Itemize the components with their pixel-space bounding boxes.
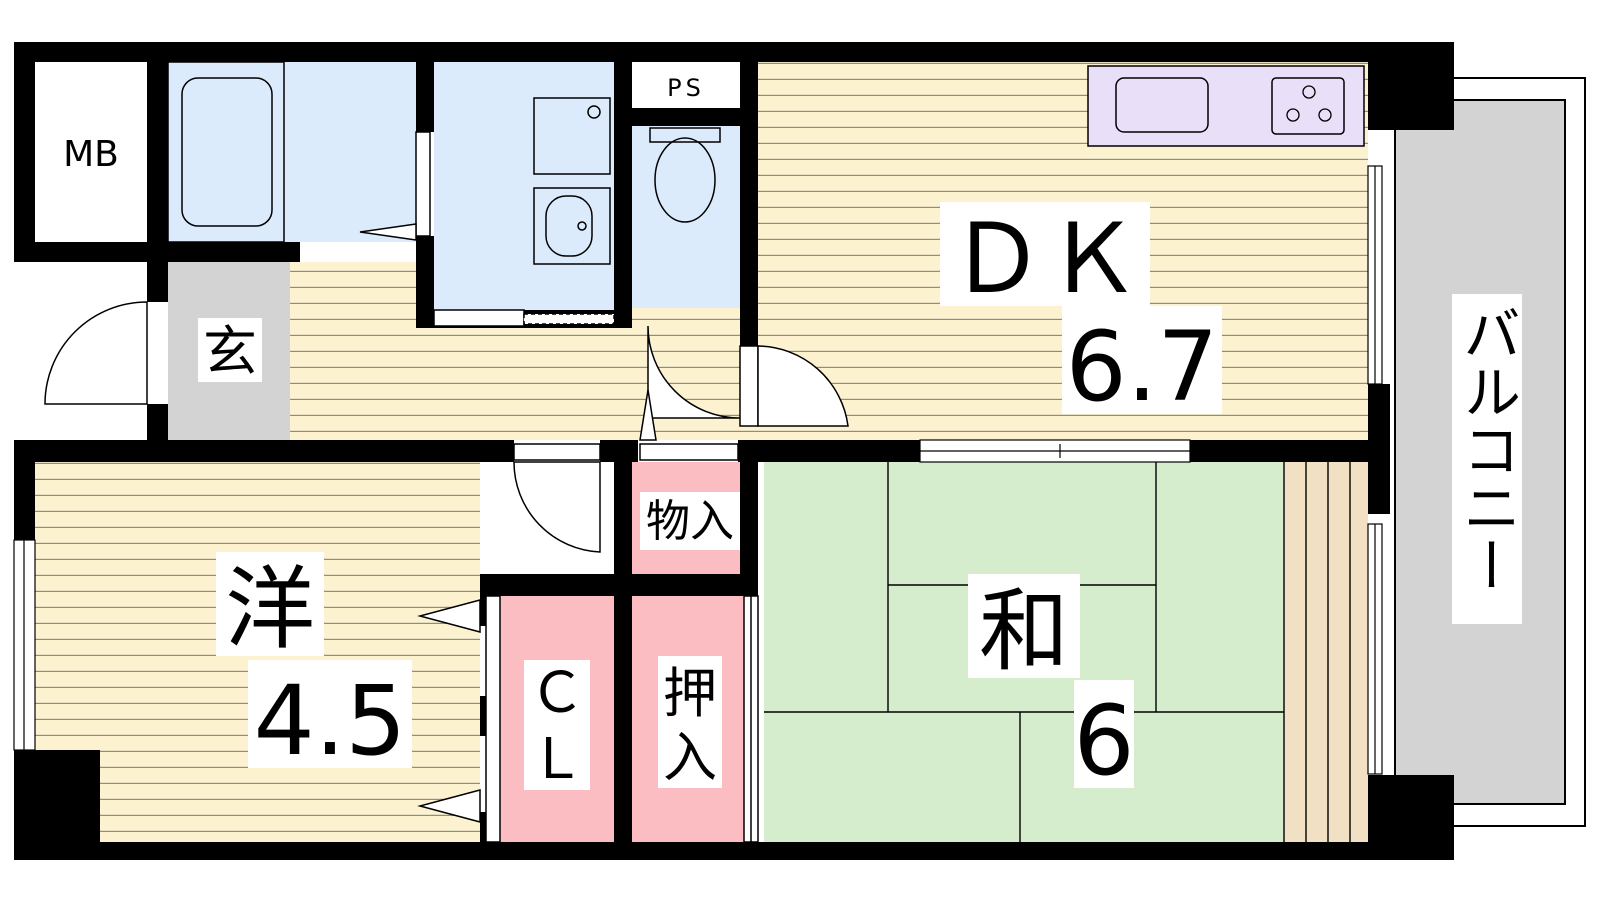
western-size: 4.5 bbox=[254, 665, 407, 777]
windows bbox=[13, 165, 1383, 775]
storage-label: 物入 bbox=[646, 496, 734, 547]
labels: MB PS 玄 ＤＫ 6.7 洋 4.5 和 6 物入 Ｃ Ｌ 押 入 バルコニ… bbox=[63, 74, 1522, 797]
western-floor-lower bbox=[100, 760, 480, 842]
japanese-size: 6 bbox=[1073, 685, 1134, 797]
closet-arrow-top bbox=[417, 599, 481, 633]
ps-box bbox=[632, 62, 740, 108]
kitchen-counter bbox=[1087, 65, 1365, 147]
mb-floor bbox=[35, 62, 147, 242]
japanese-name: 和 bbox=[979, 579, 1069, 684]
closet-label-1: Ｃ bbox=[529, 661, 585, 726]
washroom-floor bbox=[434, 62, 614, 310]
oshiire-label-2: 入 bbox=[663, 726, 717, 789]
dk-name: ＤＫ bbox=[949, 203, 1141, 315]
dk-size: 6.7 bbox=[1066, 311, 1219, 423]
doors bbox=[44, 131, 849, 843]
closet-label-2: Ｌ bbox=[529, 727, 585, 792]
ps-label: PS bbox=[667, 74, 705, 102]
western-door bbox=[513, 461, 601, 553]
engawa-floor bbox=[1284, 462, 1368, 842]
sink-icon bbox=[1115, 77, 1209, 133]
toilet-door bbox=[647, 325, 741, 419]
entrance-door bbox=[44, 301, 148, 405]
closet-arrow-bottom bbox=[417, 789, 481, 823]
bath-sliding-arrow bbox=[359, 223, 417, 241]
storage-arrow bbox=[639, 389, 657, 441]
balcony-label: バルコニー bbox=[1453, 304, 1521, 594]
toilet-floor bbox=[632, 126, 744, 308]
washbasin-icon bbox=[533, 97, 611, 265]
stove-icon bbox=[1271, 77, 1345, 135]
mb-label: MB bbox=[63, 134, 119, 175]
genkan-label: 玄 bbox=[203, 320, 257, 383]
toilet-icon bbox=[649, 127, 721, 223]
western-name: 洋 bbox=[225, 557, 315, 662]
dk-door bbox=[757, 345, 849, 427]
oshiire-label-1: 押 bbox=[663, 662, 717, 725]
bath-floor bbox=[168, 62, 416, 242]
